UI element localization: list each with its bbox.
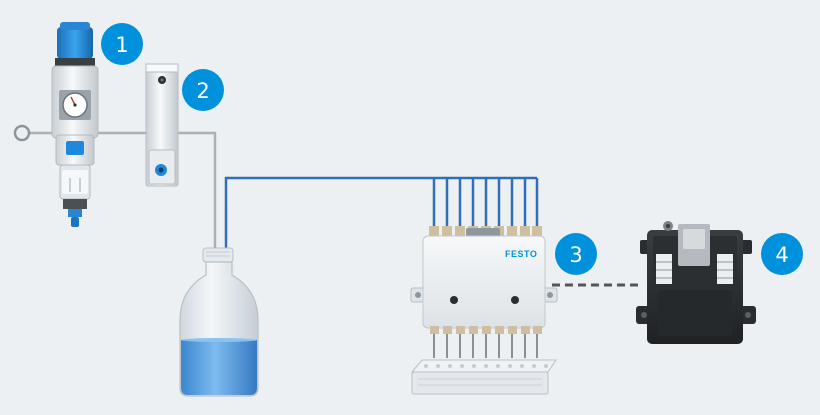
- svg-text:4: 4: [775, 243, 788, 267]
- svg-text:1: 1: [115, 33, 128, 57]
- dispense-nozzles: [430, 326, 542, 358]
- bottle-liquid: [181, 340, 257, 395]
- badge-4: 4: [761, 233, 803, 275]
- tubing: [13, 124, 642, 345]
- pressure-sensor: [145, 63, 179, 187]
- pressure-gauge-icon: [59, 90, 91, 120]
- badge-3: 3: [555, 233, 597, 275]
- filter-regulator: [51, 22, 99, 227]
- svg-text:2: 2: [196, 79, 209, 103]
- dispensing-valve-block: FESTO: [410, 226, 558, 358]
- terminal-block-right: [717, 254, 733, 284]
- regulator-knob: [57, 27, 93, 59]
- controller: [636, 221, 756, 344]
- badge-1: 1: [101, 23, 143, 65]
- reagent-bottle-icon: [179, 247, 259, 397]
- terminal-block-left: [656, 254, 672, 284]
- brand-logo: FESTO: [505, 249, 537, 259]
- badge-2: 2: [182, 69, 224, 111]
- microplate-icon: [410, 359, 557, 395]
- svg-text:3: 3: [569, 243, 582, 267]
- regulator-indicator: [66, 141, 84, 155]
- air-inlet-port: [13, 124, 31, 142]
